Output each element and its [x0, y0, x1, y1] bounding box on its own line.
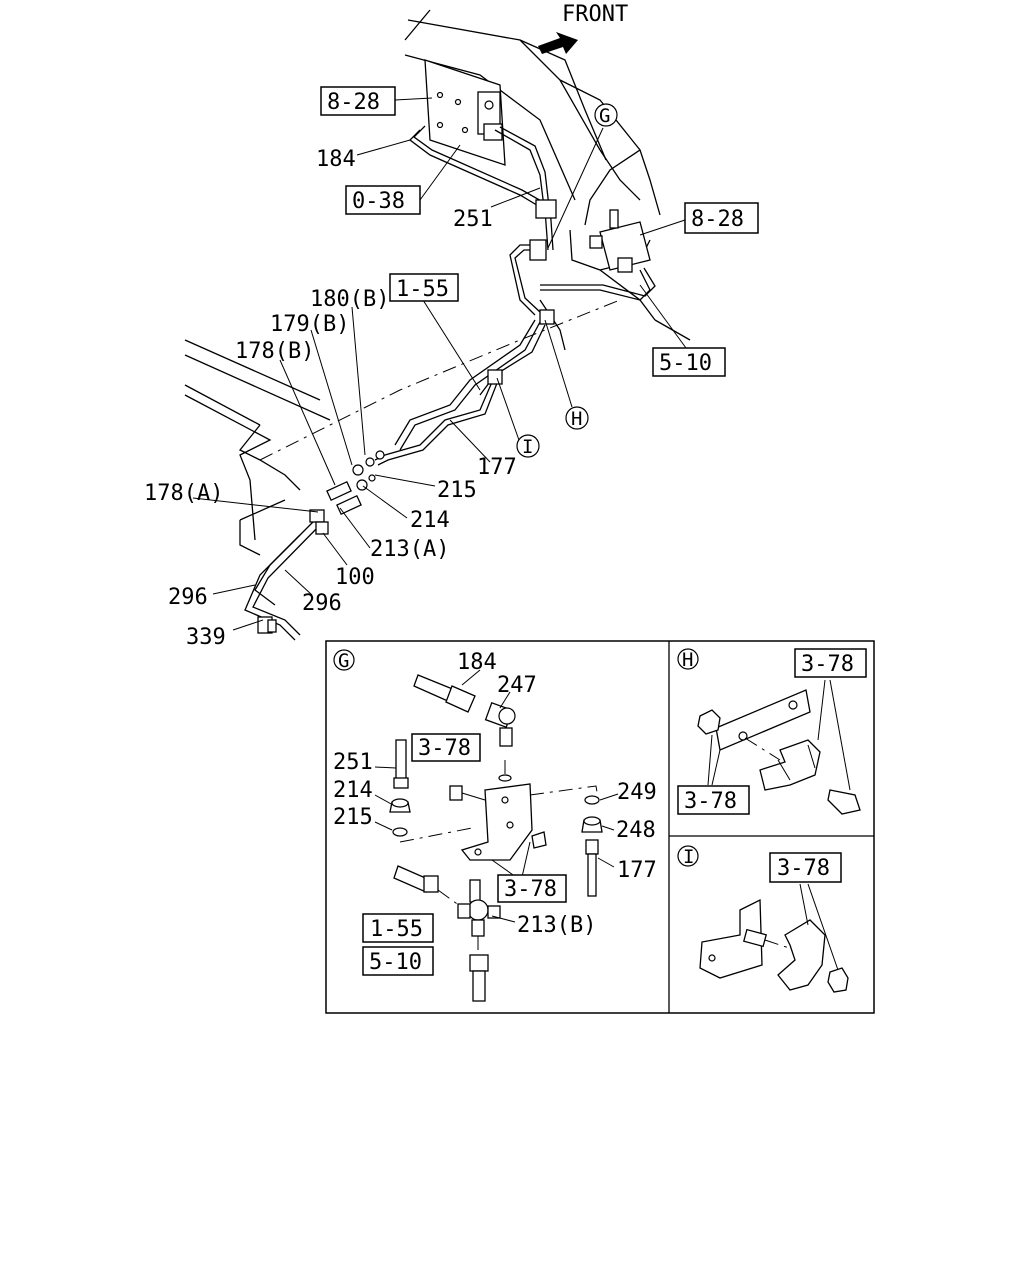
detail-g-ref-box-1-55: 1-55	[362, 913, 434, 943]
detail-h-panel: H 3-78 3-78	[677, 648, 867, 815]
ref-5-10-text: 5-10	[659, 351, 712, 376]
detail-g-label: G	[338, 650, 349, 672]
valve-mounting-plate	[424, 59, 506, 166]
svg-text:H: H	[571, 408, 582, 430]
pipe-clips	[487, 199, 557, 385]
svg-text:I: I	[522, 436, 533, 458]
detail-g-ref-box-3-78-lower: 3-78	[497, 874, 567, 903]
detail-i-label: I	[683, 846, 694, 868]
part-label-251: 251	[453, 207, 493, 232]
fittings-cluster	[257, 450, 385, 634]
front-label: FRONT	[562, 2, 628, 27]
detail-g-part-213b: 213(B)	[517, 913, 596, 938]
detail-g-part-184: 184	[457, 650, 497, 675]
svg-text:5-10: 5-10	[369, 950, 422, 975]
callout-g: G	[594, 103, 618, 127]
part-label-215: 215	[437, 478, 477, 503]
detail-h-label: H	[682, 649, 693, 671]
svg-text:1-55: 1-55	[370, 917, 423, 942]
part-label-178b: 178(B)	[235, 339, 314, 364]
part-label-180b: 180(B)	[310, 287, 389, 312]
svg-text:3-78: 3-78	[801, 652, 854, 677]
detail-h-ref-box-3-78-lower: 3-78	[677, 785, 750, 815]
part-label-100: 100	[335, 565, 375, 590]
part-label-296-right: 296	[302, 591, 342, 616]
detail-g-part-247: 247	[497, 673, 537, 698]
ref-box-0-38: 0-38	[345, 185, 421, 215]
callout-h: H	[565, 406, 589, 430]
detail-g-part-214: 214	[333, 778, 373, 803]
frame-rail-lower	[184, 299, 621, 556]
part-label-177: 177	[477, 455, 517, 480]
part-label-296-left: 296	[168, 585, 208, 610]
front-arrow-icon	[538, 32, 578, 54]
valve-block-right	[589, 209, 651, 273]
detail-g-ref-box-3-78-upper: 3-78	[411, 733, 481, 762]
detail-i-panel: I 3-78	[677, 845, 849, 993]
ref-0-38-text: 0-38	[352, 189, 405, 214]
detail-panels-frame	[325, 640, 875, 1014]
svg-text:3-78: 3-78	[684, 789, 737, 814]
leader-lines	[192, 97, 687, 631]
ref-8-28-upper-text: 8-28	[327, 90, 380, 115]
detail-g-part-177: 177	[617, 858, 657, 883]
part-label-179b: 179(B)	[270, 312, 349, 337]
part-label-178a: 178(A)	[144, 481, 223, 506]
ref-box-5-10: 5-10	[652, 347, 726, 377]
frame-outline-upper	[404, 9, 691, 351]
ref-box-1-55: 1-55	[389, 273, 459, 302]
detail-g-panel: G	[333, 649, 657, 1002]
part-label-214: 214	[410, 508, 450, 533]
ref-box-8-28-right: 8-28	[684, 202, 759, 234]
detail-g-part-215: 215	[333, 805, 373, 830]
ref-1-55-text: 1-55	[396, 277, 449, 302]
detail-g-part-249: 249	[617, 780, 657, 805]
brake-pipes	[244, 125, 656, 641]
svg-text:3-78: 3-78	[777, 856, 830, 881]
svg-text:G: G	[599, 105, 610, 127]
detail-g-ref-box-5-10: 5-10	[362, 946, 434, 976]
part-label-339: 339	[186, 625, 226, 650]
part-label-184: 184	[316, 147, 356, 172]
ref-box-8-28-upper: 8-28	[320, 86, 396, 116]
detail-h-ref-box-3-78-upper: 3-78	[794, 648, 867, 678]
callout-i: I	[516, 434, 540, 458]
svg-text:3-78: 3-78	[504, 877, 557, 902]
svg-text:3-78: 3-78	[418, 736, 471, 761]
detail-g-part-251: 251	[333, 750, 373, 775]
ref-8-28-right-text: 8-28	[691, 207, 744, 232]
detail-g-part-248: 248	[616, 818, 656, 843]
detail-i-ref-box-3-78: 3-78	[769, 852, 842, 883]
part-label-213a: 213(A)	[370, 537, 449, 562]
main-assembly-drawing: FRONT	[144, 2, 759, 650]
